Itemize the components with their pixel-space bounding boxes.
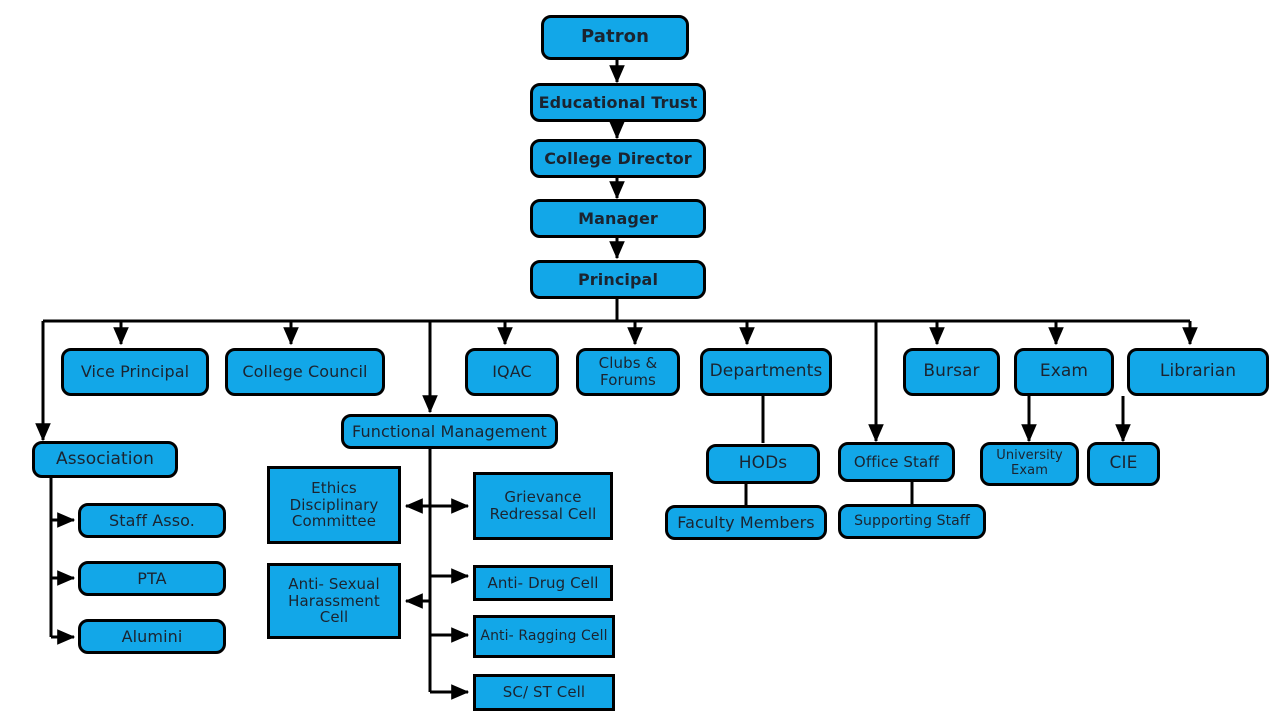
node-iqac[interactable]: IQAC bbox=[465, 348, 559, 396]
node-pta[interactable]: PTA bbox=[78, 561, 226, 596]
node-principal[interactable]: Principal bbox=[530, 260, 706, 299]
node-staff-asso[interactable]: Staff Asso. bbox=[78, 503, 226, 538]
node-functional-management[interactable]: Functional Management bbox=[341, 414, 558, 449]
node-bursar[interactable]: Bursar bbox=[903, 348, 1000, 396]
node-librarian[interactable]: Librarian bbox=[1127, 348, 1269, 396]
node-educational-trust[interactable]: Educational Trust bbox=[530, 83, 706, 122]
node-manager[interactable]: Manager bbox=[530, 199, 706, 238]
node-vice-principal[interactable]: Vice Principal bbox=[61, 348, 209, 396]
node-university-exam[interactable]: University Exam bbox=[980, 442, 1079, 486]
node-cie[interactable]: CIE bbox=[1087, 442, 1160, 486]
node-college-director[interactable]: College Director bbox=[530, 139, 706, 178]
node-exam[interactable]: Exam bbox=[1014, 348, 1114, 396]
node-sc-st-cell[interactable]: SC/ ST Cell bbox=[473, 674, 615, 711]
node-departments[interactable]: Departments bbox=[700, 348, 832, 396]
node-hods[interactable]: HODs bbox=[706, 444, 820, 484]
node-grievance-redressal-cell[interactable]: Grievance Redressal Cell bbox=[473, 472, 613, 540]
node-anti-drug-cell[interactable]: Anti- Drug Cell bbox=[473, 565, 613, 601]
node-patron[interactable]: Patron bbox=[541, 15, 689, 60]
node-anti-sexual-harassment-cell[interactable]: Anti- Sexual Harassment Cell bbox=[267, 563, 401, 639]
node-association[interactable]: Association bbox=[32, 441, 178, 478]
node-faculty-members[interactable]: Faculty Members bbox=[665, 505, 827, 540]
node-college-council[interactable]: College Council bbox=[225, 348, 385, 396]
node-supporting-staff[interactable]: Supporting Staff bbox=[838, 504, 986, 539]
node-anti-ragging-cell[interactable]: Anti- Ragging Cell bbox=[473, 615, 615, 658]
node-ethics-disciplinary-committee[interactable]: Ethics Disciplinary Committee bbox=[267, 466, 401, 544]
node-clubs-forums[interactable]: Clubs & Forums bbox=[576, 348, 680, 396]
node-alumini[interactable]: Alumini bbox=[78, 619, 226, 654]
node-office-staff[interactable]: Office Staff bbox=[838, 442, 955, 482]
